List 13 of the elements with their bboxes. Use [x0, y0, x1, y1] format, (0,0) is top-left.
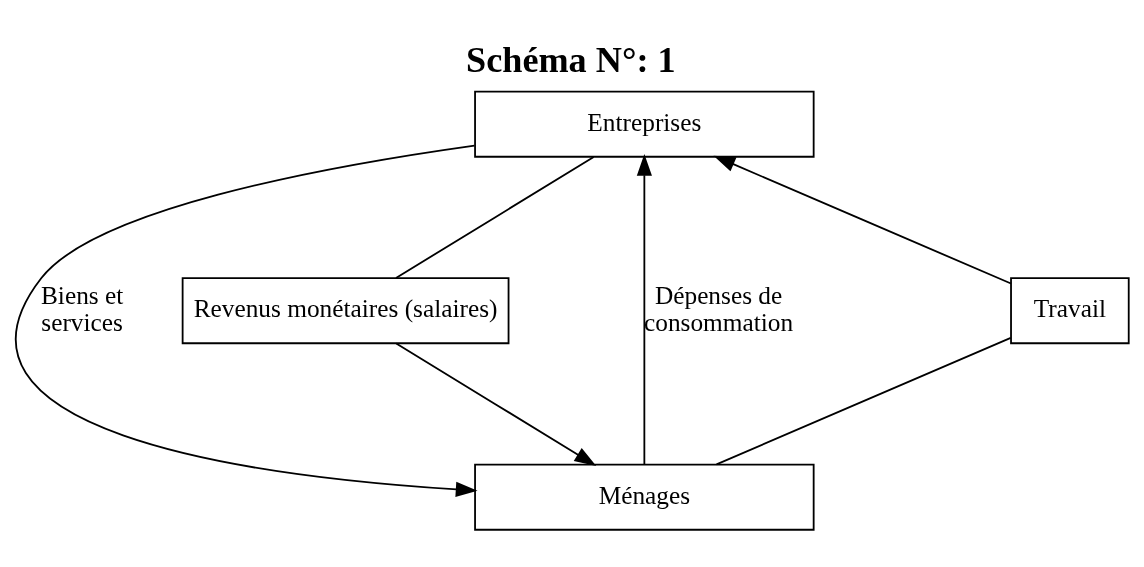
arrow: [713, 155, 1012, 285]
connector: [715, 337, 1012, 466]
node-box: Travail: [1010, 277, 1130, 345]
edge-label: Dépenses de consommation: [644, 280, 794, 336]
node-box: Entreprises: [474, 90, 815, 158]
connector: [395, 156, 595, 279]
node-box: Ménages: [474, 463, 815, 531]
arrow: [395, 342, 597, 466]
arrow: [15, 144, 478, 497]
edge-label: Biens et services: [40, 280, 124, 336]
arrow: [636, 154, 652, 466]
node-box: Revenus monétaires (salaires): [181, 277, 510, 345]
diagram-title: Schéma N°: 1: [466, 39, 676, 80]
